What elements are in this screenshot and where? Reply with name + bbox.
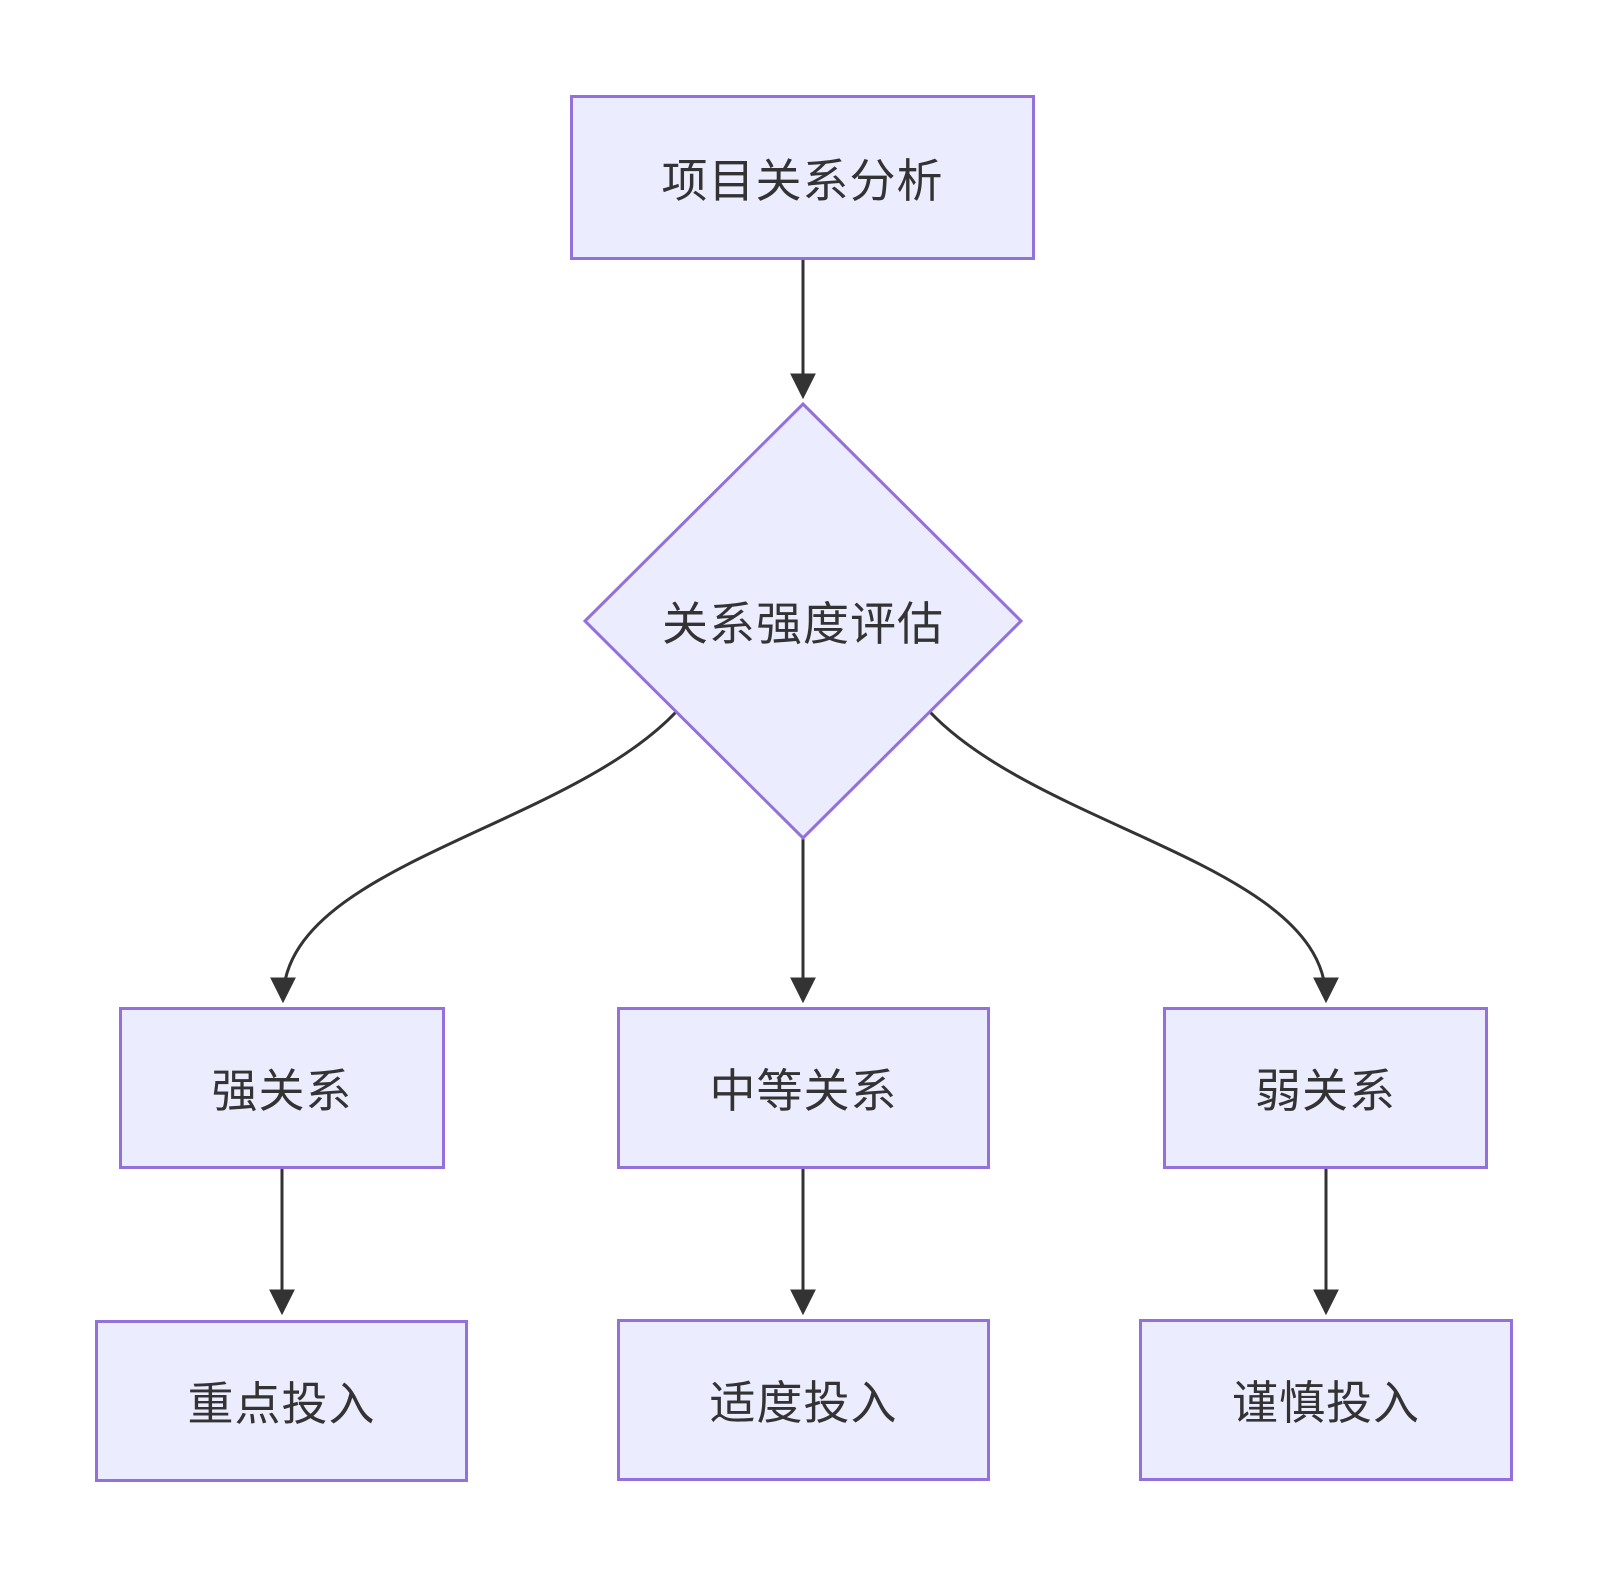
node-root: 项目关系分析 — [570, 95, 1035, 260]
node-weak: 弱关系 — [1163, 1007, 1488, 1169]
edge-decision-to-strong — [270, 710, 678, 1004]
node-decision-shape — [582, 401, 1024, 841]
node-medium: 中等关系 — [617, 1007, 990, 1169]
node-strong: 强关系 — [119, 1007, 445, 1169]
node-invest-cautious: 谨慎投入 — [1139, 1319, 1513, 1481]
edge-decision-to-weak — [928, 710, 1339, 1004]
node-invest-key: 重点投入 — [95, 1320, 468, 1482]
node-decision-label: 关系强度评估 — [662, 597, 944, 651]
node-invest-moderate: 适度投入 — [617, 1319, 990, 1481]
